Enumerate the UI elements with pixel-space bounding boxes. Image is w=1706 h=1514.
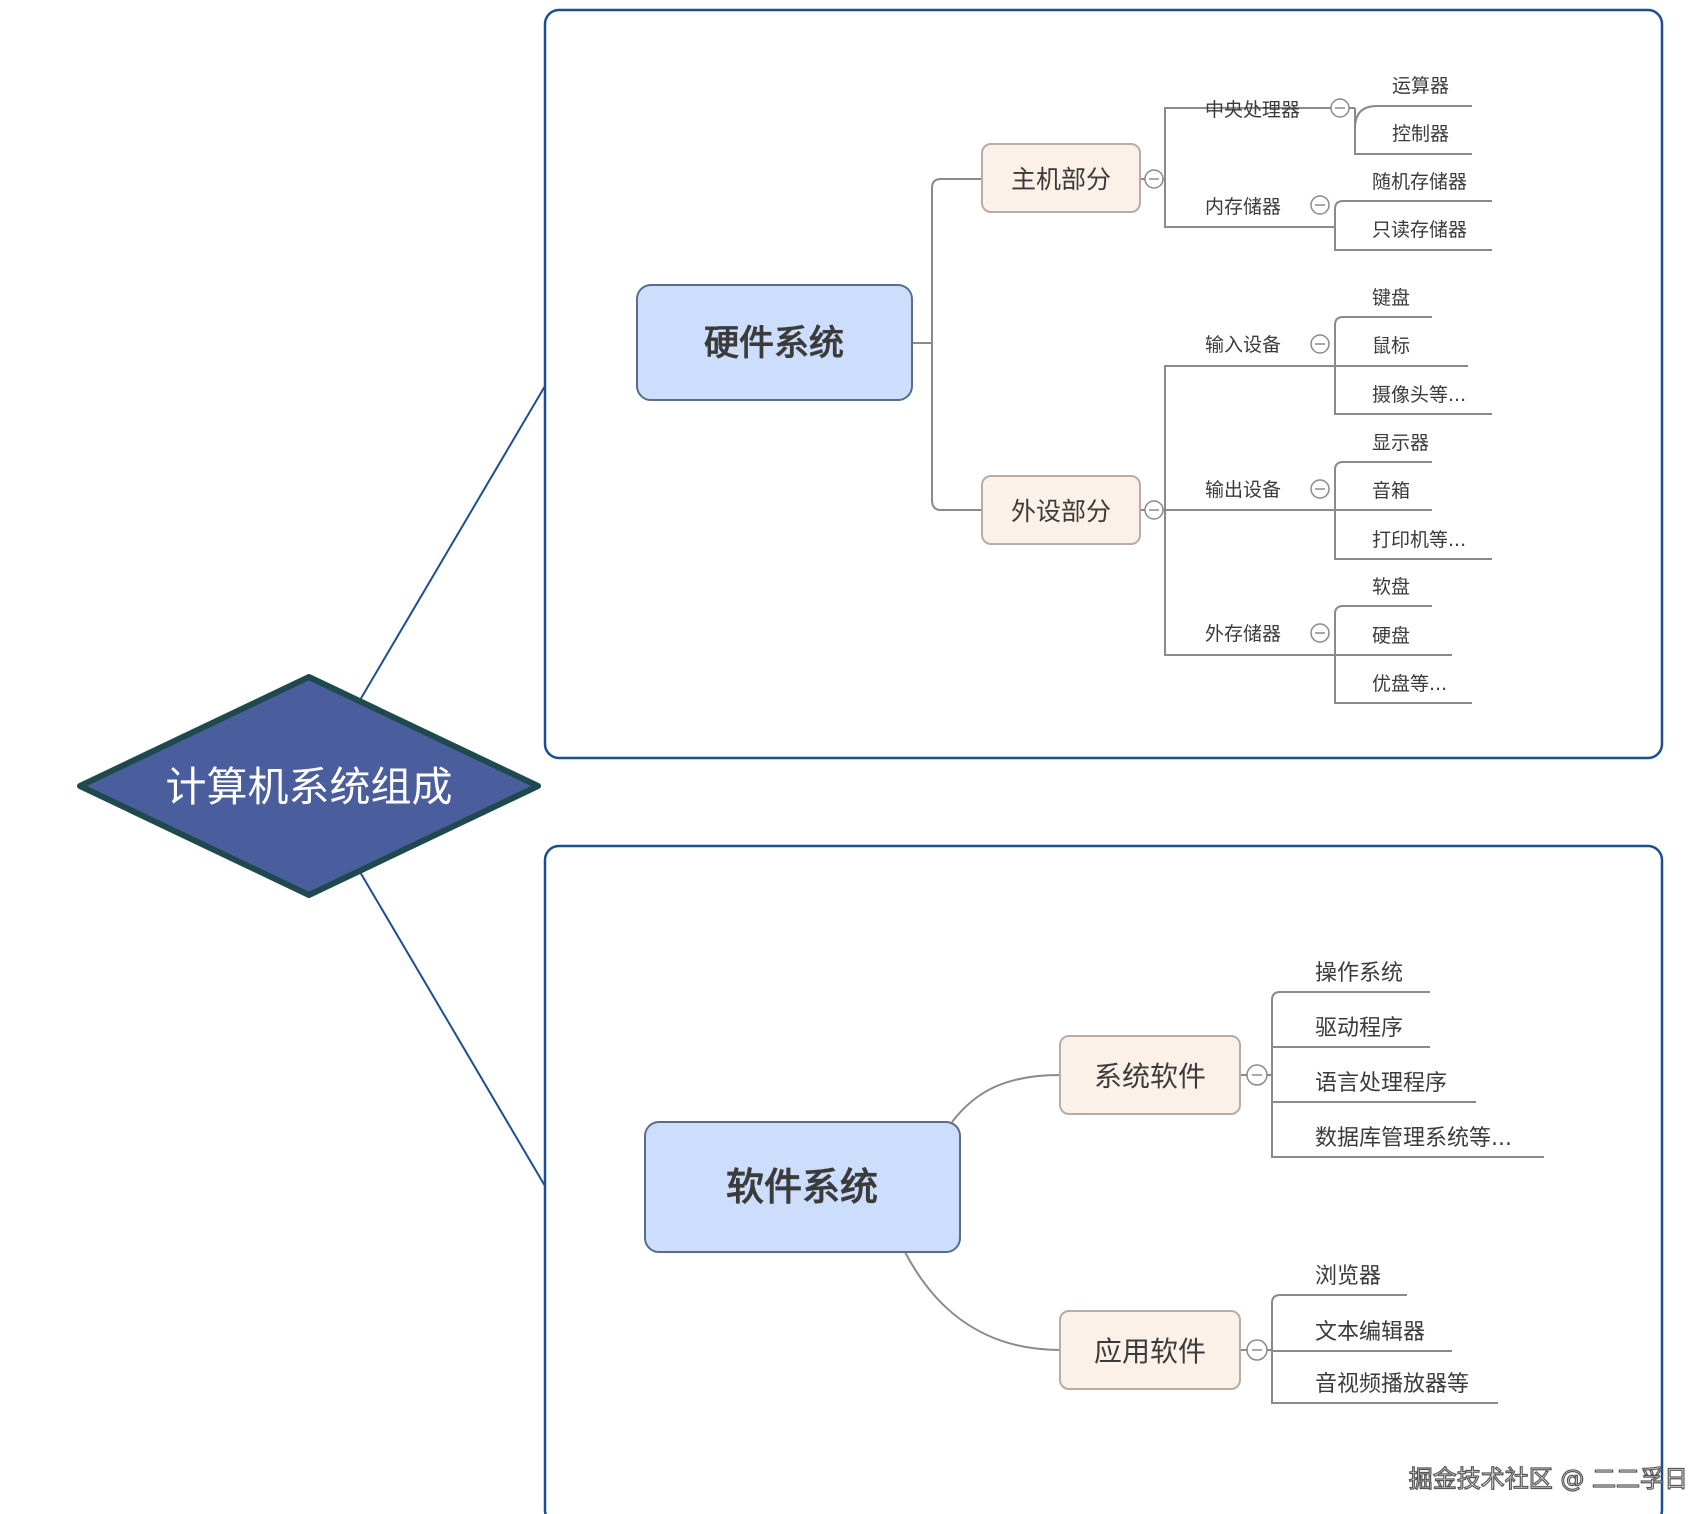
leaf-item[interactable]: 浏览器 xyxy=(1315,1264,1381,1289)
software-node[interactable]: 软件系统 xyxy=(644,1121,961,1253)
storage-label[interactable]: 外存储器 xyxy=(1205,623,1281,645)
leaf-item[interactable]: 数据库管理系统等... xyxy=(1315,1126,1512,1151)
host-node[interactable]: 主机部分 xyxy=(981,143,1141,213)
root-node[interactable]: 计算机系统组成 xyxy=(77,674,541,898)
input-label[interactable]: 输入设备 xyxy=(1205,334,1281,356)
watermark: 掘金技术社区 @ 二二孚日 xyxy=(1409,1465,1688,1493)
hardware-group-frame xyxy=(543,8,1664,760)
peripheral-node[interactable]: 外设部分 xyxy=(981,475,1141,545)
root-label: 计算机系统组成 xyxy=(166,763,453,811)
leaf-item[interactable]: 硬盘 xyxy=(1372,625,1410,647)
leaf-item[interactable]: 语言处理程序 xyxy=(1315,1071,1447,1096)
leaf-item[interactable]: 运算器 xyxy=(1392,75,1449,97)
leaf-item[interactable]: 音视频播放器等 xyxy=(1315,1372,1469,1397)
collapse-icon[interactable] xyxy=(1310,195,1330,215)
leaf-item[interactable]: 文本编辑器 xyxy=(1315,1320,1425,1345)
software-label: 软件系统 xyxy=(726,1165,878,1209)
system-software-node[interactable]: 系统软件 xyxy=(1059,1035,1241,1115)
leaf-item[interactable]: 键盘 xyxy=(1372,287,1410,309)
hardware-label: 硬件系统 xyxy=(704,324,844,364)
root-to-software-connector xyxy=(359,871,546,1187)
collapse-icon[interactable] xyxy=(1310,334,1330,354)
leaf-item[interactable]: 控制器 xyxy=(1392,123,1449,145)
leaf-item[interactable]: 打印机等... xyxy=(1372,529,1466,551)
cpu-label[interactable]: 中央处理器 xyxy=(1205,99,1300,121)
leaf-item[interactable]: 摄像头等... xyxy=(1372,384,1466,406)
leaf-item[interactable]: 操作系统 xyxy=(1315,961,1403,986)
collapse-icon[interactable] xyxy=(1310,623,1330,643)
leaf-item[interactable]: 优盘等... xyxy=(1372,673,1447,695)
application-software-node[interactable]: 应用软件 xyxy=(1059,1310,1241,1390)
leaf-item[interactable]: 只读存储器 xyxy=(1372,219,1467,241)
leaf-item[interactable]: 音箱 xyxy=(1372,480,1410,502)
leaf-item[interactable]: 驱动程序 xyxy=(1315,1016,1403,1041)
application-software-label: 应用软件 xyxy=(1094,1335,1206,1368)
leaf-item[interactable]: 显示器 xyxy=(1372,432,1429,454)
leaf-item[interactable]: 软盘 xyxy=(1372,576,1410,598)
peripheral-label: 外设部分 xyxy=(1011,497,1111,526)
collapse-icon[interactable] xyxy=(1144,169,1164,189)
collapse-icon[interactable] xyxy=(1330,98,1350,118)
memory-label[interactable]: 内存储器 xyxy=(1205,196,1281,218)
root-diamond xyxy=(77,674,541,898)
root-to-hardware-connector xyxy=(359,385,546,701)
collapse-icons xyxy=(1144,98,1350,1361)
collapse-icon[interactable] xyxy=(1144,500,1164,520)
collapse-icon[interactable] xyxy=(1310,479,1330,499)
host-label: 主机部分 xyxy=(1011,165,1111,194)
collapse-icon[interactable] xyxy=(1246,1339,1268,1361)
software-connectors xyxy=(904,991,1544,1404)
leaf-item[interactable]: 鼠标 xyxy=(1372,335,1410,357)
leaf-item[interactable]: 随机存储器 xyxy=(1372,171,1467,193)
output-label[interactable]: 输出设备 xyxy=(1205,479,1281,501)
collapse-icon[interactable] xyxy=(1246,1064,1268,1086)
hardware-node[interactable]: 硬件系统 xyxy=(636,284,913,401)
system-software-label: 系统软件 xyxy=(1094,1060,1206,1093)
